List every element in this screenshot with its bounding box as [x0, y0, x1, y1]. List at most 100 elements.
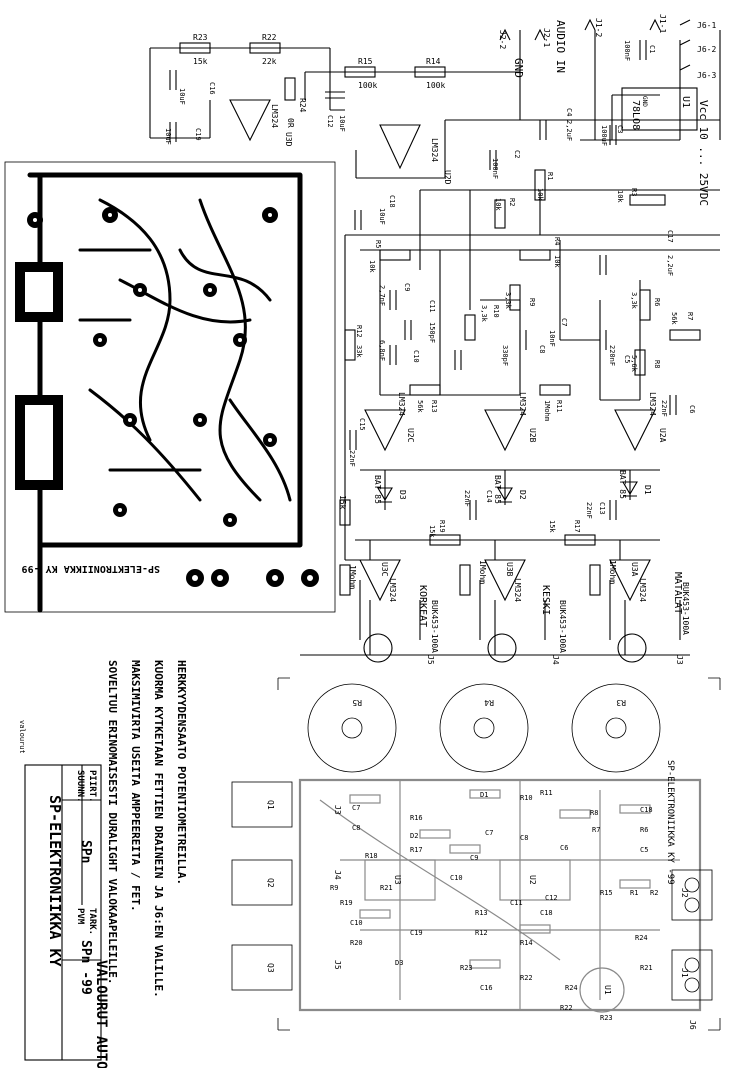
pcb-part-c3: R23 [600, 1014, 613, 1022]
label-c1-val: 100nF [623, 40, 631, 61]
pcb-part-c11: C11 [510, 899, 523, 907]
label-c16: C16 [208, 82, 216, 95]
label-u2a: U2A [658, 428, 667, 443]
label-c3-val: 100uF [600, 125, 608, 146]
title-drawn-label: PIIRT. [87, 770, 97, 803]
pcb-part-c2: R22 [560, 1004, 573, 1012]
label-vcc: Vcc 10 ... 25VDC [697, 100, 710, 206]
pcb-fet-q3: Q3 [266, 963, 275, 973]
label-r20-val: 1Mohm [348, 565, 357, 589]
label-u3a: U3A [630, 562, 639, 577]
label-u3b: U3B [505, 562, 514, 577]
label-j6-2: J6-2 [697, 45, 716, 54]
label-r9: R9 [528, 298, 536, 306]
label-q1-type: BUK453-100A [681, 582, 690, 635]
label-d3-type: BAT 85 [373, 475, 382, 504]
label-r13: R13 [430, 400, 438, 413]
pcb-copper-layout: SP-ELEKTRONIIKKA KY -99 [4, 161, 336, 613]
label-r17-val: 15k [548, 520, 556, 533]
schematic-diodes [377, 481, 638, 503]
label-c4-val: 2,2uF [565, 120, 573, 141]
label-j2-2: J2-2 [498, 30, 507, 49]
label-r5-val: 10k [368, 260, 376, 273]
label-c6-val: 22nF [660, 400, 668, 417]
title-checked-label: TARK. [87, 908, 97, 935]
label-r14: R14 [426, 57, 441, 66]
label-j5: J5 [426, 655, 435, 665]
pcb-j6: J6 [688, 1020, 697, 1030]
label-r1-val: 10k [536, 188, 544, 201]
label-r19-val: 15k [428, 525, 436, 538]
label-r15-val: 100k [358, 81, 377, 90]
label-r7: R7 [686, 312, 694, 320]
pcb-part-c9: C9 [470, 854, 478, 862]
label-u3c: U3C [380, 562, 389, 577]
pcb-part-r14: R14 [520, 939, 533, 947]
pcb-j5: J5 [333, 960, 342, 970]
label-c17: C17 [666, 230, 674, 243]
label-u2a-ic: LM324 [648, 392, 657, 416]
file-name: valourut [18, 720, 26, 754]
pcb-part-r21: R21 [380, 884, 393, 892]
pcb-part-c14: C8 [352, 824, 360, 832]
pcb-pads [27, 207, 319, 587]
label-u2d-ic: LM324 [430, 138, 439, 162]
pcb-part-d1: D1 [480, 791, 488, 799]
pcb-part-r20: R20 [350, 939, 363, 947]
label-r4-val: 10k [553, 255, 561, 268]
label-d2: D2 [518, 490, 527, 500]
label-r15: R15 [358, 57, 373, 66]
pcb-part-r7: R7 [592, 826, 600, 834]
pcb-part-r1: R1 [630, 889, 638, 897]
pcb-part-r2: R2 [650, 889, 658, 897]
pcb-ic-u2: U2 [528, 875, 537, 885]
schematic-rotated-labels: R24 0R LM324 U3D LM324 U2D LM324 U2C LM3… [270, 14, 716, 665]
schematic-labels: R23 15k R22 22k R15 100k R14 100k [193, 33, 445, 90]
label-c17-val: 2,2uF [666, 255, 674, 276]
pcb-part-c17: C18 [640, 806, 653, 814]
label-u2b: U2B [528, 428, 537, 443]
pcb-part-r22: R22 [520, 974, 533, 982]
label-r11-val: 1Mohm [543, 400, 551, 421]
note-4: SOVELTUU ERINOMAISESTI DURALIGHT VALOKAA… [106, 660, 119, 985]
label-r6-val: 3,3k [630, 292, 638, 310]
pcb-part-c1: R21 [640, 964, 653, 972]
label-c19-val: 10uF [164, 128, 172, 145]
pcb-part-r23: R23 [460, 964, 473, 972]
label-j4: J4 [551, 655, 560, 665]
label-j6-1: J6-1 [697, 21, 716, 30]
pcb-part-c4: R24 [635, 934, 648, 942]
label-u2b-ic: LM324 [518, 392, 527, 416]
pcb-part-c6: C6 [560, 844, 568, 852]
label-c9: C9 [403, 283, 411, 291]
label-u3d-ic: LM324 [270, 104, 279, 128]
pcb-pot-r4: R4 [484, 698, 494, 707]
schematic-value-labels: R1 10k R2 10k R3 10k R4 10k R5 10k R6 3,… [164, 40, 696, 538]
pcb-passive-parts: C7 C8 D1 D2 D3 R8 R7 C18 R6 C6 C5 C9 C7 … [330, 789, 658, 1022]
label-d2-type: BAT 85 [493, 475, 502, 504]
pcb-part-r8: R8 [590, 809, 598, 817]
label-c6: C6 [688, 405, 696, 413]
title-drawn-value: SPn [78, 840, 93, 863]
label-audio-in: AUDIO IN [554, 20, 567, 73]
label-gnd: GND [512, 58, 525, 78]
pcb-part-r15: R15 [600, 889, 613, 897]
label-j1-1: J1-1 [658, 14, 667, 33]
label-c13: C13 [598, 502, 606, 515]
label-u3d: U3D [284, 132, 293, 147]
label-c2: C2 [513, 150, 521, 158]
label-r12: R12 [355, 325, 363, 338]
schematic-connector-arrows [499, 18, 691, 71]
pcb-part-r10: R10 [520, 794, 533, 802]
label-r17: R17 [573, 520, 581, 533]
label-r22: R22 [262, 33, 277, 42]
label-q3-type: BUK453-100A [430, 600, 439, 653]
label-r11: R11 [555, 400, 563, 413]
pcb-component-layout: R5 R4 R3 Q1 Q2 Q3 U3 U2 U1 J2 J1 J [231, 677, 721, 1031]
pcb-part-r9: R9 [330, 884, 338, 892]
pcb-j4: J4 [333, 870, 342, 880]
label-r6: R6 [653, 298, 661, 306]
label-c5-val: 220nF [608, 345, 616, 366]
pcb-component-label: SP-ELEKTRONIIKKA KY -99 [665, 760, 675, 885]
